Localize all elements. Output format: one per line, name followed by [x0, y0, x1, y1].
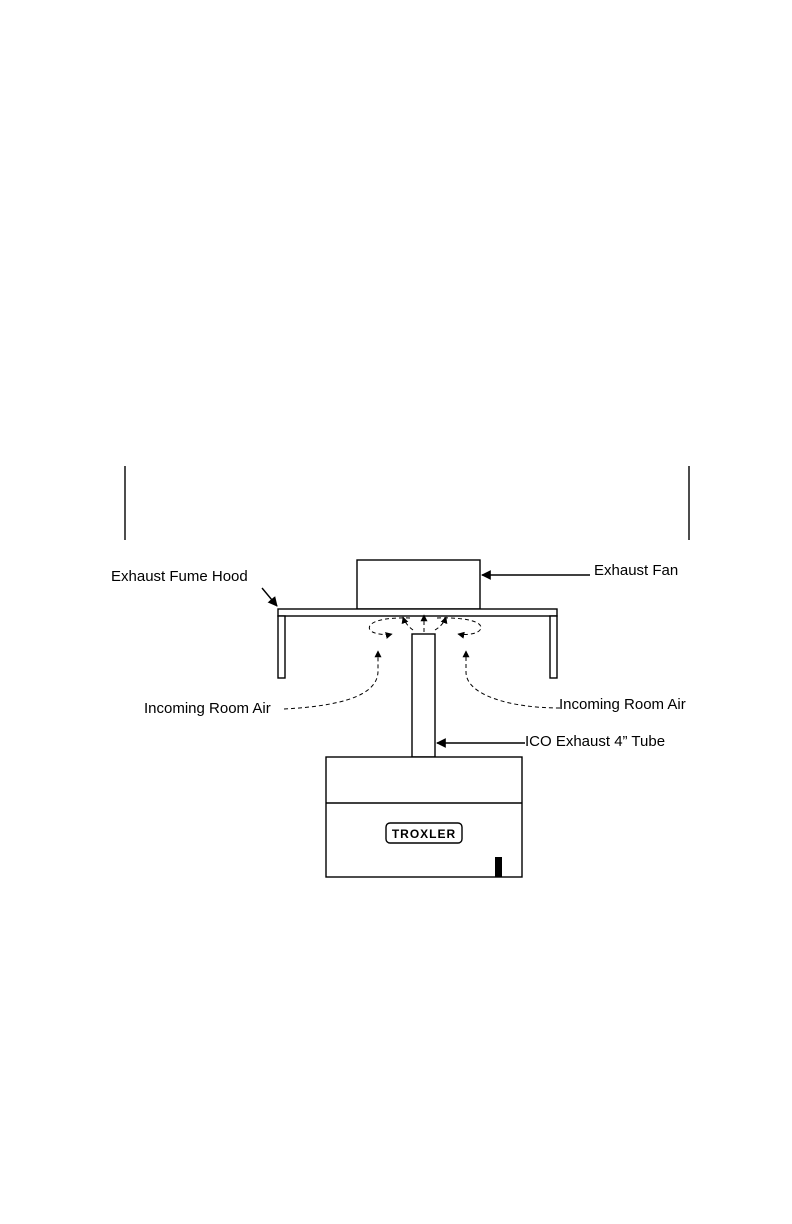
ico-oven: TROXLER	[326, 757, 522, 877]
oven-handle	[495, 857, 502, 877]
exhaust-fan-label: Exhaust Fan	[594, 562, 678, 579]
exhaust-fan-box	[357, 560, 480, 609]
fume-hood-pointer	[262, 588, 277, 606]
exhaust-fume-hood-label: Exhaust Fume Hood	[111, 568, 248, 585]
ico-exhaust-tube-label: ICO Exhaust 4” Tube	[525, 733, 665, 750]
incoming-room-air-right-label: Incoming Room Air	[559, 696, 686, 713]
oven-brand-label: TROXLER	[392, 827, 456, 841]
incoming-room-air-left-label: Incoming Room Air	[144, 700, 271, 717]
ico-exhaust-tube	[412, 634, 435, 757]
